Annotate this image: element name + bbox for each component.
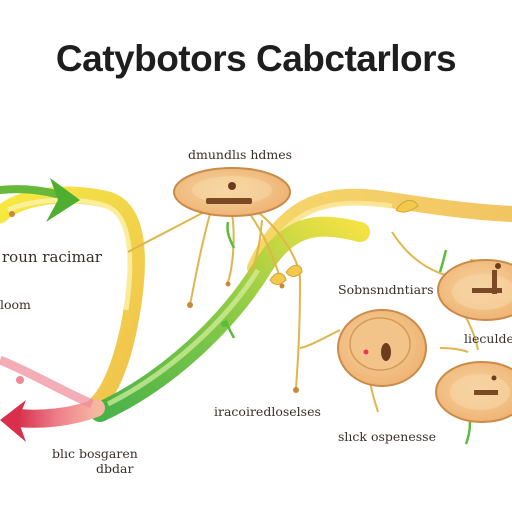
leaf-accents	[269, 200, 419, 285]
red-arrow-shaft	[9, 399, 105, 428]
diagram-title: Catybotors Cabctarlors	[55, 38, 457, 79]
label-top-cell: dmundlıs hdmes	[188, 147, 293, 162]
top-flow-band	[247, 188, 512, 276]
diagonal-green-band-inner	[106, 268, 261, 407]
green-arrowhead	[46, 178, 80, 222]
top-cell	[173, 167, 291, 217]
green-arrow-shaft	[0, 185, 60, 198]
label-mid-right: Sobnsnıdntiars	[338, 282, 434, 297]
label-bottom-center: iracoiredloselses	[214, 404, 321, 419]
green-ticks	[224, 221, 472, 445]
label-left-lower: loom	[0, 297, 31, 312]
left-yellow-loop-inner	[6, 197, 133, 311]
label-bottom-right: slıck ospenesse	[338, 429, 436, 444]
red-arrowhead	[0, 400, 26, 442]
right-upper-cell	[437, 259, 512, 321]
right-lower-cell	[435, 361, 512, 423]
label-left-upper: roun racimar	[2, 248, 102, 266]
label-far-right: lieculdes	[464, 331, 512, 346]
pink-loop-wisp	[0, 355, 94, 409]
label-bottom-left-line2: dbdar	[96, 461, 134, 476]
label-bottom-left-line1: blıc bosgaren	[52, 446, 138, 461]
small-dots	[9, 211, 299, 393]
mid-left-cell	[337, 309, 427, 387]
